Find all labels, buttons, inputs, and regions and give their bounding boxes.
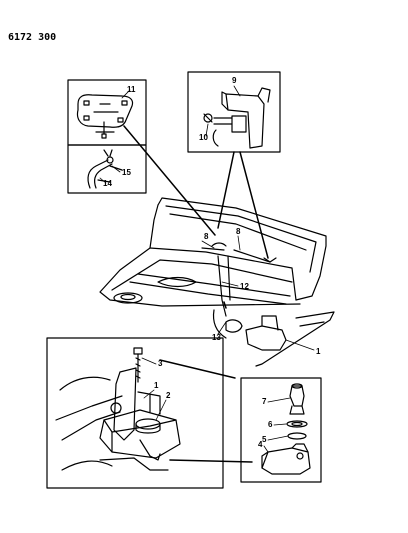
callout-15: 15 (122, 168, 131, 177)
callout-6: 6 (268, 420, 273, 429)
callout-1-main: 1 (316, 347, 321, 356)
inset-hose-connector: 15 14 (67, 144, 147, 194)
callout-leaders (99, 85, 315, 453)
callout-8-right: 8 (236, 227, 241, 236)
callout-12: 12 (240, 282, 249, 291)
callout-9: 9 (232, 76, 237, 85)
inset-reservoir-detail: 3 1 2 (46, 337, 224, 489)
callout-2: 2 (166, 391, 171, 400)
callout-4: 4 (258, 440, 263, 449)
callout-14: 14 (103, 179, 112, 188)
callout-8-left: 8 (204, 232, 209, 241)
diagram-code: 6172 300 (8, 32, 56, 43)
callout-7: 7 (262, 397, 267, 406)
callout-3: 3 (158, 359, 163, 368)
inset-pivot-bracket: 9 10 (187, 71, 281, 153)
callout-1-inset: 1 (154, 381, 159, 390)
inset-wiper-bracket: 11 (67, 79, 147, 146)
inset-washer-pump: 7 6 5 4 (240, 377, 322, 483)
callout-5: 5 (262, 435, 267, 444)
callout-11: 11 (127, 85, 136, 94)
vehicle-liftgate-view: 8 8 12 13 1 (99, 197, 335, 367)
callout-10: 10 (199, 133, 208, 142)
